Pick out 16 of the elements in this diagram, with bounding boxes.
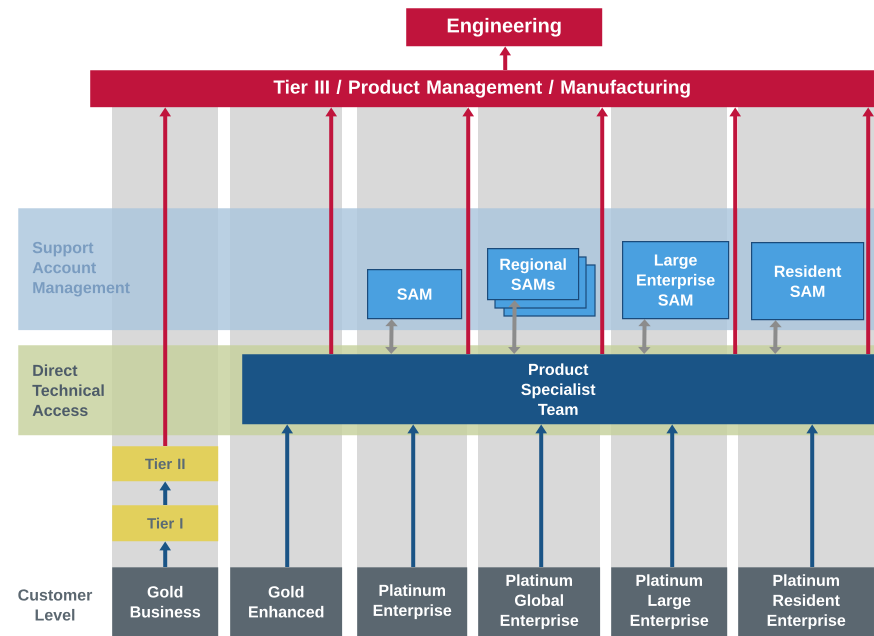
team-bar: Product Specialist Team: [242, 354, 874, 424]
tier-box: Tier I: [112, 505, 218, 542]
tier-box: Tier II: [112, 446, 218, 482]
customer-box: Gold Enhanced: [230, 567, 342, 636]
stacked-box: Regional SAMs: [487, 248, 596, 317]
role-box: Large Enterprise SAM: [622, 241, 730, 320]
role-box: Resident SAM: [751, 242, 864, 320]
header-box: Engineering: [406, 8, 602, 46]
role-box: SAM: [367, 269, 462, 320]
customer-box: Gold Business: [112, 567, 218, 636]
row-label: Customer Level: [18, 589, 92, 621]
customer-box: Platinum Large Enterprise: [611, 567, 728, 636]
customer-box: Platinum Global Enterprise: [478, 567, 600, 636]
customer-box: Platinum Resident Enterprise: [738, 567, 874, 636]
banner-bar: Tier III / Product Management / Manufacturing: [90, 70, 874, 108]
customer-box: Platinum Enterprise: [357, 567, 468, 636]
